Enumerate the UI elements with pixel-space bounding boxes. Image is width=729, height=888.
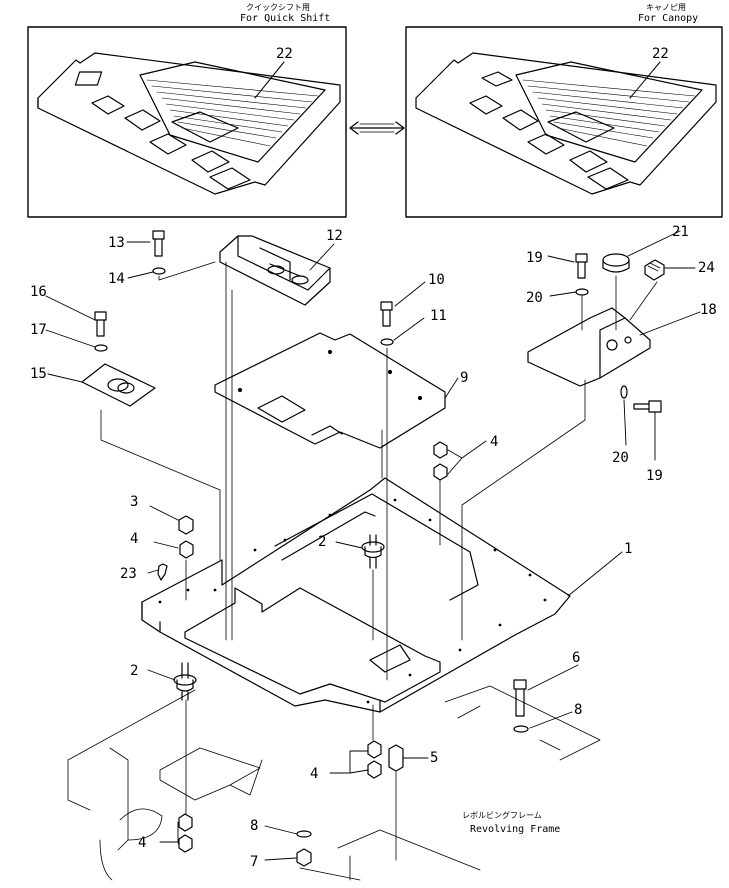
leader-lines	[45, 230, 701, 861]
callout-7: 7	[250, 854, 258, 870]
grille-quick-shift	[139, 61, 326, 163]
part-21-cap	[602, 253, 630, 273]
callout-16: 16	[30, 284, 47, 300]
inset-right-frame	[405, 26, 723, 218]
callout-22-right: 22	[652, 46, 669, 62]
mount-2-center	[361, 534, 385, 569]
washer-8-right	[513, 725, 529, 733]
revolving-frame-caption-jp: レボルビングフレーム	[462, 810, 542, 820]
part-12-cover	[219, 235, 331, 306]
nuts-4-upper	[433, 441, 448, 481]
assembly-lines	[100, 261, 658, 861]
interchange-arrow	[349, 121, 405, 135]
washer-20-side	[620, 385, 628, 399]
part-9-plate	[214, 332, 446, 449]
nuts-4-lower-left	[178, 813, 193, 853]
washer-8-lower	[296, 830, 312, 838]
callout-5: 5	[430, 750, 438, 766]
inset-right-caption-en: For Canopy	[638, 13, 698, 24]
washer-17	[94, 344, 108, 352]
callout-17: 17	[30, 322, 47, 338]
callout-21: 21	[672, 224, 689, 240]
fitting-23	[157, 563, 168, 581]
bolt-16	[94, 311, 107, 337]
callout-15: 15	[30, 366, 47, 382]
callout-18: 18	[700, 302, 717, 318]
part-18-bracket	[527, 307, 651, 387]
callout-23: 23	[120, 566, 137, 582]
callout-6: 6	[572, 650, 580, 666]
bolt-19-side	[633, 400, 662, 413]
callout-20-top: 20	[526, 290, 543, 306]
callout-9: 9	[460, 370, 468, 386]
bolt-19-top	[575, 253, 588, 279]
nut-4-left	[179, 540, 194, 559]
washer-11	[380, 338, 394, 346]
callout-8-lower: 8	[250, 818, 258, 834]
floor-mat-quick-shift	[37, 52, 341, 195]
callout-4-center: 4	[310, 766, 318, 782]
callout-2-center: 2	[318, 534, 326, 550]
part-1-floor-frame	[141, 477, 571, 713]
washer-20-top	[575, 288, 589, 296]
callout-12: 12	[326, 228, 343, 244]
callout-4-upper: 4	[490, 434, 498, 450]
spacer-5	[388, 744, 404, 772]
callout-1: 1	[624, 541, 632, 557]
nut-7	[296, 848, 312, 867]
cap-3	[178, 515, 194, 535]
floor-mat-canopy	[415, 52, 717, 195]
callout-19-side: 19	[646, 468, 663, 484]
callout-13: 13	[108, 235, 125, 251]
grille-canopy	[515, 61, 703, 163]
callout-8-right: 8	[574, 702, 582, 718]
bolt-6	[513, 679, 527, 717]
inset-quick-shift: クイックシフト用 For Quick Shift 22	[27, 3, 347, 218]
callout-3: 3	[130, 494, 138, 510]
mount-2-left	[173, 662, 197, 701]
inset-left-caption-en: For Quick Shift	[240, 13, 330, 24]
callout-11: 11	[430, 308, 447, 324]
nuts-4-center	[367, 740, 382, 779]
callout-14: 14	[108, 271, 125, 287]
inset-left-caption-jp: クイックシフト用	[246, 3, 310, 12]
callout-4-left: 4	[130, 531, 138, 547]
inset-canopy: キャノピ用 For Canopy 22	[405, 3, 723, 218]
bolt-13	[152, 230, 165, 257]
washer-14	[152, 267, 166, 275]
callout-19-top: 19	[526, 250, 543, 266]
revolving-frame	[67, 685, 601, 881]
inset-left-frame	[27, 26, 347, 218]
callout-10: 10	[428, 272, 445, 288]
callout-20-side: 20	[612, 450, 629, 466]
inset-right-caption-jp: キャノピ用	[646, 3, 686, 12]
callout-4-lower: 4	[138, 835, 146, 851]
part-15-bracket	[81, 363, 156, 407]
revolving-frame-caption-en: Revolving Frame	[470, 824, 560, 835]
bolt-10	[380, 301, 393, 327]
callout-24: 24	[698, 260, 715, 276]
callout-22-left: 22	[276, 46, 293, 62]
callout-2-left: 2	[130, 663, 138, 679]
part-24-grommet	[644, 259, 665, 281]
